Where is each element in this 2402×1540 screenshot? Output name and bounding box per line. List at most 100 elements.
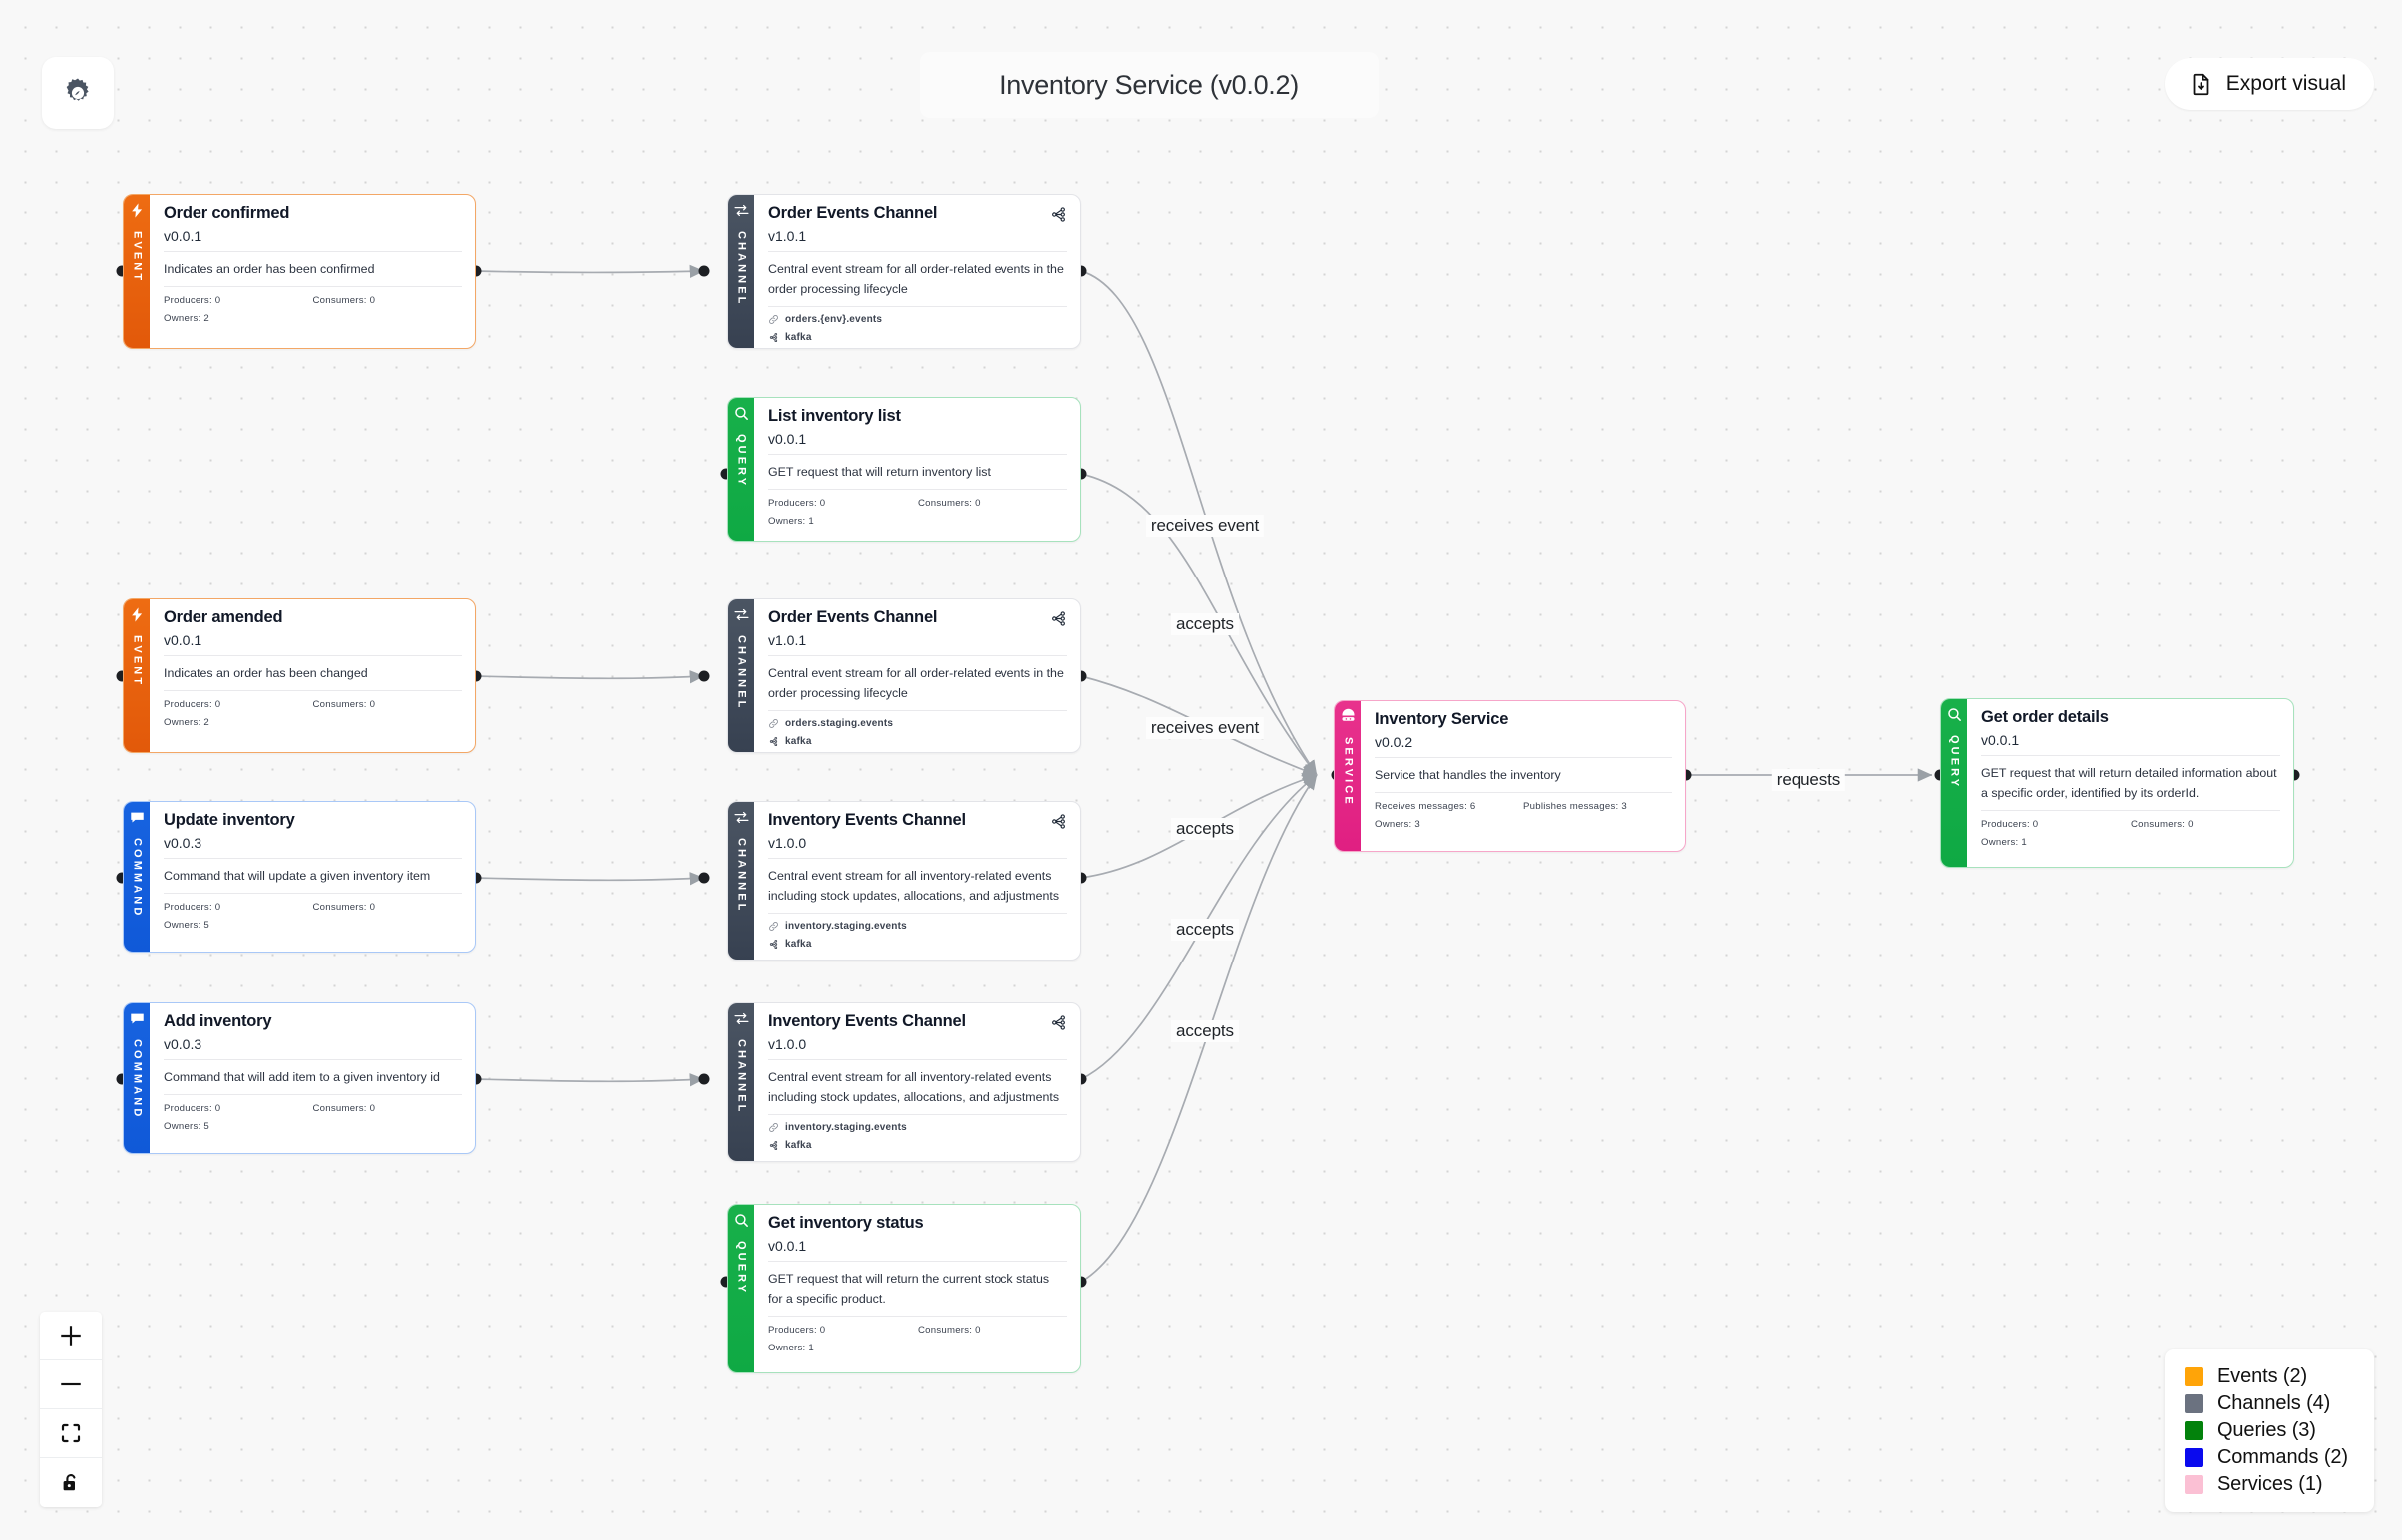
edge-port (720, 468, 732, 480)
node-version: v0.0.1 (1981, 731, 2020, 748)
node-type-spine-event: EVENT (124, 195, 150, 348)
zoom-out-button[interactable] (40, 1360, 102, 1409)
node-version: v0.0.3 (164, 834, 202, 851)
node-stats: Producers: 0 Consumers: 0 (164, 691, 462, 710)
node-description: Central event stream for all order-relat… (768, 665, 1064, 701)
edge-port (1075, 1073, 1087, 1085)
node-body: Get inventory status v0.0.1 GET request … (754, 1205, 1080, 1372)
zoom-controls[interactable] (40, 1312, 102, 1507)
edge-port (116, 670, 128, 682)
consumers-count: Consumers: 0 (2131, 819, 2194, 831)
node-get-inventory-status[interactable]: QUERY Get inventory status v0.0.1 GET re… (727, 1204, 1081, 1373)
channel-protocol-text: kafka (785, 939, 812, 951)
channel-address-text: inventory.staging.events (785, 1122, 907, 1134)
lock-toggle-button[interactable] (40, 1458, 102, 1507)
node-description: Command that will add item to a given in… (164, 1069, 440, 1084)
node-stats: Producers: 0 Consumers: 0 (164, 894, 462, 913)
node-inventory-service[interactable]: SERVICE Inventory Service v0.0.2 Service… (1334, 700, 1686, 852)
node-type-spine-command: COMMAND (124, 802, 150, 952)
node-body: Add inventory v0.0.3 Command that will a… (150, 1003, 475, 1153)
link-icon (769, 719, 778, 729)
kafka-icon (769, 737, 778, 747)
node-type-spine-channel: CHANNEL (728, 802, 754, 960)
node-get-order-details[interactable]: QUERY Get order details v0.0.1 GET reque… (1940, 698, 2294, 868)
node-stats: Producers: 0 Consumers: 0 (164, 1095, 462, 1114)
node-type-label: COMMAND (131, 1039, 144, 1120)
divider (164, 857, 462, 859)
divider (768, 250, 1067, 252)
node-description: GET request that will return the current… (768, 1271, 1050, 1307)
consumers-count: Consumers: 0 (312, 1103, 376, 1115)
zoom-in-button[interactable] (40, 1312, 102, 1360)
node-update-inventory[interactable]: COMMAND Update inventory v0.0.3 Command … (123, 801, 476, 953)
node-version: v1.0.0 (768, 1035, 807, 1052)
legend-swatch-events (2184, 1367, 2203, 1386)
channel-protocol-text: kafka (785, 1140, 812, 1152)
edge-port (470, 670, 482, 682)
legend-item: Services (1) (2184, 1471, 2348, 1498)
legend-label-services: Services (1) (2216, 1473, 2323, 1495)
node-type-label: QUERY (1948, 735, 1961, 790)
channel-protocol-text: kafka (785, 332, 812, 344)
edge-port (470, 872, 482, 884)
edge-port (1075, 872, 1087, 884)
producers-count: Producers: 0 (164, 902, 221, 914)
fit-view-button[interactable] (40, 1409, 102, 1458)
node-order-confirmed[interactable]: EVENT Order confirmed v0.0.1 Indicates a… (123, 194, 476, 349)
exchange-arrows-icon (733, 608, 749, 621)
node-inventory-events-channel-2[interactable]: CHANNEL Inventory Events Channel v1.0.0 … (727, 1002, 1081, 1162)
node-order-amended[interactable]: EVENT Order amended v0.0.1 Indicates an … (123, 598, 476, 753)
node-body: Get order details v0.0.1 GET request tha… (1967, 699, 2293, 867)
node-stats: Receives messages: 6 Publishes messages:… (1375, 793, 1672, 812)
node-add-inventory[interactable]: COMMAND Add inventory v0.0.3 Command tha… (123, 1002, 476, 1154)
node-order-events-channel-env[interactable]: CHANNEL Order Events Channel v1.0.1 Cent… (727, 194, 1081, 349)
edge-port (698, 872, 710, 884)
edge-port (1075, 1276, 1087, 1288)
legend-label-queries: Queries (3) (2216, 1419, 2316, 1441)
bolt-icon (131, 203, 142, 218)
channel-address: orders.{env}.events (768, 307, 1067, 325)
divider (768, 857, 1067, 859)
node-body: Inventory Service v0.0.2 Service that ha… (1361, 701, 1685, 851)
node-body: Order confirmed v0.0.1 Indicates an orde… (150, 195, 475, 348)
node-order-events-channel-staging[interactable]: CHANNEL Order Events Channel v1.0.1 Cent… (727, 598, 1081, 753)
plus-icon (61, 1326, 81, 1346)
divider (768, 913, 1067, 915)
node-description: Indicates an order has been changed (164, 665, 368, 680)
node-list-inventory-list[interactable]: QUERY List inventory list v0.0.1 GET req… (727, 397, 1081, 542)
settings-button[interactable] (42, 57, 114, 129)
export-visual-label: Export visual (2225, 72, 2346, 95)
divider (768, 1058, 1067, 1060)
producers-count: Producers: 0 (164, 1103, 221, 1115)
channel-protocol: kafka (768, 325, 1067, 343)
export-visual-button[interactable]: Export visual (2164, 58, 2374, 110)
node-description: Central event stream for all inventory-r… (768, 1069, 1060, 1105)
publishes-messages-count: Publishes messages: 3 (1523, 801, 1627, 813)
legend-label-commands: Commands (2) (2216, 1446, 2348, 1468)
link-icon (769, 922, 778, 932)
node-version: v0.0.2 (1375, 733, 1413, 750)
edge-port (116, 265, 128, 277)
edge-port (470, 265, 482, 277)
divider (164, 286, 462, 288)
node-stats: Producers: 0 Consumers: 0 (1981, 811, 2280, 830)
edge-label-receives-event: receives event (1145, 717, 1265, 739)
node-title: Order Events Channel (768, 608, 938, 626)
edge-label-accepts: accepts (1171, 818, 1239, 840)
divider (768, 1260, 1067, 1262)
node-type-label: CHANNEL (735, 1039, 748, 1115)
node-body: Order amended v0.0.1 Indicates an order … (150, 599, 475, 752)
edge-label-accepts: accepts (1171, 919, 1239, 941)
channel-protocol: kafka (768, 729, 1067, 747)
exchange-arrows-icon (733, 1012, 749, 1025)
channel-address-text: inventory.staging.events (785, 921, 907, 933)
node-graph-icon (1052, 611, 1065, 626)
node-type-label: CHANNEL (735, 231, 748, 307)
node-type-label: SERVICE (1342, 737, 1355, 807)
channel-protocol: kafka (768, 932, 1067, 950)
legend-label-events: Events (2) (2216, 1365, 2308, 1387)
node-inventory-events-channel-1[interactable]: CHANNEL Inventory Events Channel v1.0.0 … (727, 801, 1081, 961)
channel-address-text: orders.staging.events (785, 718, 894, 730)
node-type-label: CHANNEL (735, 838, 748, 914)
